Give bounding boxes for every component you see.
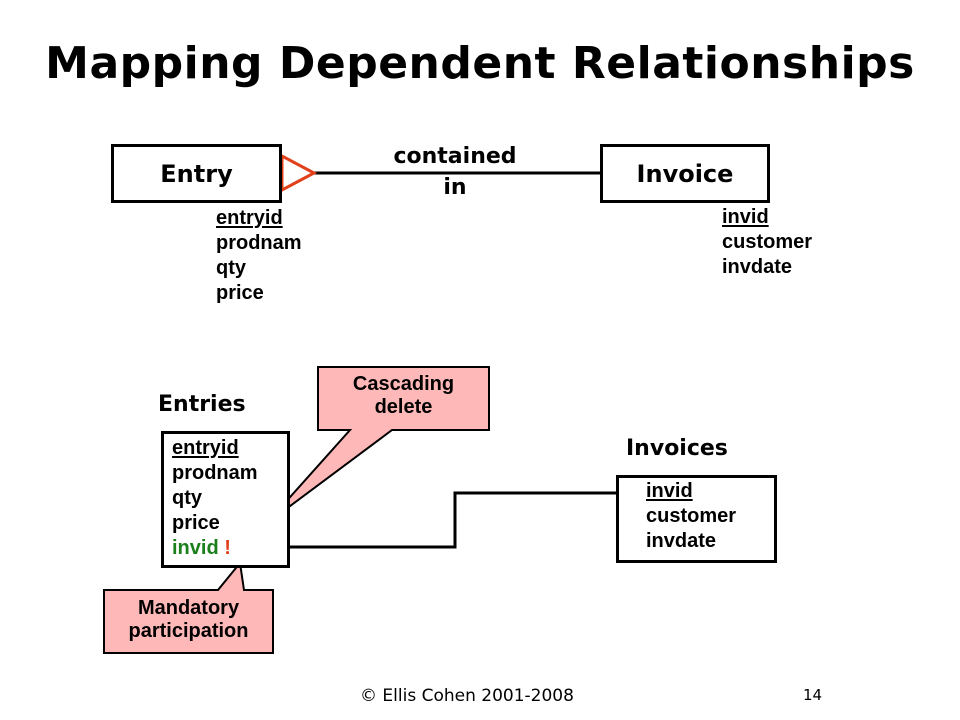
mandatory-marker: ! bbox=[224, 537, 231, 559]
cascading-delete-callout-shape bbox=[265, 366, 490, 525]
invoices-table-heading: Invoices bbox=[626, 436, 728, 461]
entries-attr: price bbox=[172, 512, 220, 534]
foreign-key-line bbox=[266, 491, 628, 549]
entry-attr: price bbox=[216, 282, 264, 304]
entries-attr: qty bbox=[172, 487, 202, 509]
entries-attr: prodnam bbox=[172, 462, 258, 484]
entry-attr-primary-key: entryid bbox=[216, 207, 283, 229]
invoice-attr-primary-key: invid bbox=[722, 206, 769, 228]
entity-invoice-label: Invoice bbox=[636, 159, 734, 188]
entries-foreign-key: invid bbox=[172, 537, 219, 559]
mandatory-participation-callout-shape bbox=[103, 560, 274, 654]
cascading-delete-line1: Cascading bbox=[352, 373, 455, 395]
entries-table-heading: Entries bbox=[158, 392, 246, 417]
entries-attr-primary-key: entryid bbox=[172, 437, 239, 459]
mandatory-participation-line2: participation bbox=[128, 620, 249, 642]
relationship-label-line2: in bbox=[443, 175, 467, 200]
invoices-attr: customer bbox=[646, 505, 737, 527]
invoice-attr: customer bbox=[722, 231, 813, 253]
invoices-table bbox=[616, 475, 777, 563]
invoice-attribute-list: invid customer invdate bbox=[722, 205, 812, 280]
invoices-attr-primary-key: invid bbox=[646, 480, 693, 502]
invoice-attr: invdate bbox=[722, 256, 793, 278]
entry-attr: qty bbox=[216, 257, 246, 279]
cascading-delete-line2: delete bbox=[374, 396, 433, 418]
entry-attribute-list: entryid prodnam qty price bbox=[216, 206, 302, 306]
mandatory-participation-line1: Mandatory bbox=[137, 597, 240, 619]
invoices-attr: invdate bbox=[646, 530, 717, 552]
mandatory-participation-callout: Mandatory participation bbox=[104, 597, 273, 643]
many-side-marker-icon bbox=[280, 153, 318, 193]
cascading-delete-callout: Cascading delete bbox=[318, 373, 489, 419]
copyright-footer: © Ellis Cohen 2001-2008 bbox=[360, 686, 574, 706]
relationship-label-line1: contained bbox=[393, 144, 517, 169]
page-number: 14 bbox=[803, 686, 823, 704]
entity-invoice: Invoice bbox=[600, 144, 770, 203]
entity-entry: Entry bbox=[111, 144, 282, 203]
entries-foreign-key-row: invid ! bbox=[172, 536, 258, 561]
entry-attr: prodnam bbox=[216, 232, 302, 254]
entries-table bbox=[161, 431, 290, 568]
entries-attribute-list: entryid prodnam qty price invid ! bbox=[172, 436, 258, 561]
entity-entry-label: Entry bbox=[160, 159, 233, 188]
invoices-attribute-list: invid customer invdate bbox=[646, 479, 736, 554]
page-title: Mapping Dependent Relationships bbox=[45, 38, 915, 89]
